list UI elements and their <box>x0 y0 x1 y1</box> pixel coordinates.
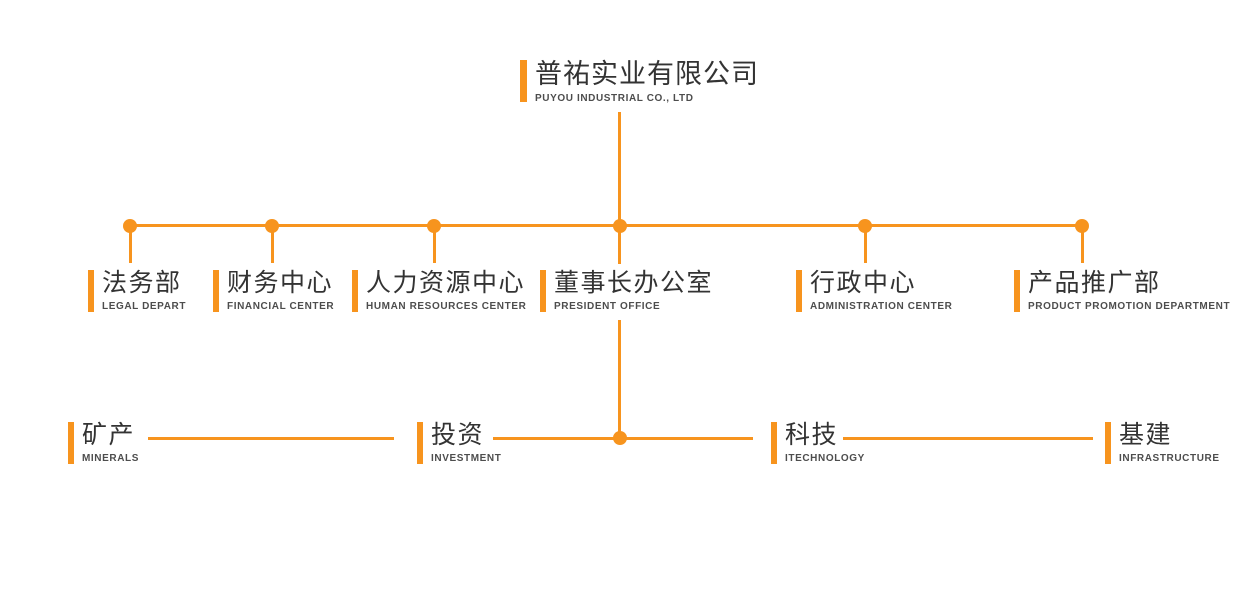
accent-bar <box>352 270 358 312</box>
accent-bar <box>1105 422 1111 464</box>
dept-subtitle: HUMAN RESOURCES CENTER <box>366 301 527 312</box>
connector-divisions-rail-right <box>843 437 1093 440</box>
division-subtitle: MINERALS <box>82 453 140 464</box>
connector-stub-president <box>618 226 621 264</box>
connector-dot <box>858 219 872 233</box>
accent-bar <box>520 60 527 102</box>
connector-root-vertical <box>618 112 621 226</box>
dept-subtitle: LEGAL DEPART <box>102 301 187 312</box>
dept-node-president: 董事长办公室 PRESIDENT OFFICE <box>540 270 713 312</box>
dept-node-promotion: 产品推广部 PRODUCT PROMOTION DEPARTMENT <box>1014 270 1230 312</box>
connector-dot <box>1075 219 1089 233</box>
connector-stub-legal <box>129 226 132 263</box>
org-root-node: 普祐实业有限公司 PUYOU INDUSTRIAL CO., LTD <box>520 59 759 105</box>
dept-title: 法务部 <box>102 269 182 297</box>
connector-divisions-rail-left <box>148 437 394 440</box>
accent-bar <box>417 422 423 464</box>
connector-level2-rail <box>129 224 1084 227</box>
dept-node-admin: 行政中心 ADMINISTRATION CENTER <box>796 270 952 312</box>
root-title: 普祐实业有限公司 <box>535 59 759 89</box>
dept-node-legal: 法务部 LEGAL DEPART <box>88 270 186 312</box>
dept-title: 董事长办公室 <box>554 269 714 297</box>
connector-stub-hr <box>433 226 436 263</box>
connector-dot <box>265 219 279 233</box>
dept-node-financial: 财务中心 FINANCIAL CENTER <box>213 270 334 312</box>
div-node-minerals: 矿产 MINERALS <box>68 422 139 464</box>
accent-bar <box>771 422 777 464</box>
accent-bar <box>68 422 74 464</box>
division-subtitle: INVESTMENT <box>431 453 502 464</box>
dept-subtitle: FINANCIAL CENTER <box>227 301 335 312</box>
connector-dot <box>613 219 627 233</box>
connector-dot <box>427 219 441 233</box>
div-node-infrastructure: 基建 INFRASTRUCTURE <box>1105 422 1220 464</box>
accent-bar <box>88 270 94 312</box>
connector-stub-admin <box>864 226 867 263</box>
dept-node-hr: 人力资源中心 HUMAN RESOURCES CENTER <box>352 270 526 312</box>
div-node-investment: 投资 INVESTMENT <box>417 422 501 464</box>
accent-bar <box>540 270 546 312</box>
connector-stub-financial <box>271 226 274 263</box>
dept-subtitle: PRODUCT PROMOTION DEPARTMENT <box>1028 301 1231 312</box>
connector-dot <box>613 431 627 445</box>
division-title: 科技 <box>785 421 839 449</box>
division-title: 矿产 <box>82 421 136 449</box>
connector-dot <box>123 219 137 233</box>
dept-subtitle: PRESIDENT OFFICE <box>554 301 661 312</box>
division-title: 投资 <box>431 421 485 449</box>
division-subtitle: ITECHNOLOGY <box>785 453 865 464</box>
accent-bar <box>1014 270 1020 312</box>
dept-title: 人力资源中心 <box>366 269 526 297</box>
division-subtitle: INFRASTRUCTURE <box>1119 453 1220 464</box>
accent-bar <box>796 270 802 312</box>
div-node-technology: 科技 ITECHNOLOGY <box>771 422 865 464</box>
division-title: 基建 <box>1119 421 1173 449</box>
root-subtitle: PUYOU INDUSTRIAL CO., LTD <box>535 93 694 105</box>
dept-title: 产品推广部 <box>1028 269 1161 297</box>
connector-president-vertical <box>618 320 621 438</box>
dept-title: 财务中心 <box>227 269 334 297</box>
dept-title: 行政中心 <box>810 269 917 297</box>
dept-subtitle: ADMINISTRATION CENTER <box>810 301 953 312</box>
accent-bar <box>213 270 219 312</box>
connector-stub-promotion <box>1081 226 1084 263</box>
